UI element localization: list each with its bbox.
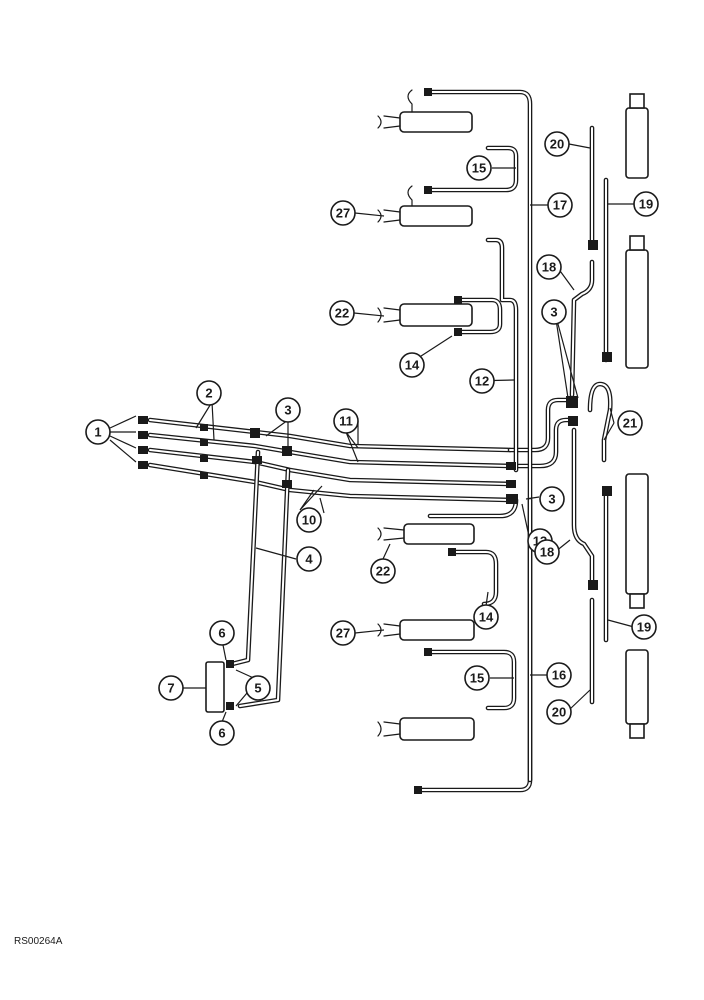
callout-22: 22 <box>329 300 355 326</box>
callout-12: 12 <box>469 368 495 394</box>
svg-text:6: 6 <box>218 626 225 641</box>
svg-text:6: 6 <box>218 726 225 741</box>
cylinder-right-2 <box>625 235 649 369</box>
svg-text:19: 19 <box>637 620 651 635</box>
cylinder-upper-3 <box>377 303 473 327</box>
callout-27: 27 <box>330 620 356 646</box>
callout-3: 3 <box>541 299 567 325</box>
svg-text:20: 20 <box>552 705 566 720</box>
svg-text:22: 22 <box>335 306 349 321</box>
svg-text:5: 5 <box>254 681 261 696</box>
callout-21: 21 <box>617 410 643 436</box>
svg-text:3: 3 <box>550 305 557 320</box>
svg-text:14: 14 <box>479 610 494 625</box>
svg-text:15: 15 <box>470 671 484 686</box>
svg-text:11: 11 <box>339 414 353 429</box>
cylinder-right-3 <box>625 473 649 609</box>
callout-15: 15 <box>466 155 492 181</box>
callout-20: 20 <box>546 699 572 725</box>
callout-19: 19 <box>631 614 657 640</box>
svg-text:4: 4 <box>305 552 313 567</box>
callout-16: 16 <box>546 662 572 688</box>
callout-20: 20 <box>544 131 570 157</box>
svg-text:2: 2 <box>205 386 212 401</box>
cylinder-lower-2 <box>377 619 475 641</box>
svg-text:20: 20 <box>550 137 564 152</box>
cylinder-upper-1 <box>377 89 473 133</box>
callout-15: 15 <box>464 665 490 691</box>
svg-text:10: 10 <box>302 513 316 528</box>
leader-lines <box>109 143 635 723</box>
svg-text:3: 3 <box>548 492 555 507</box>
callout-1: 1 <box>85 419 111 445</box>
svg-text:19: 19 <box>639 197 653 212</box>
cylinder-right-1 <box>625 93 649 179</box>
cylinder-lower-3 <box>377 717 475 741</box>
svg-text:15: 15 <box>472 161 486 176</box>
callout-22: 22 <box>370 558 396 584</box>
svg-text:22: 22 <box>376 564 390 579</box>
valve-7 <box>205 661 225 713</box>
svg-text:1: 1 <box>94 425 101 440</box>
callout-18: 18 <box>534 539 560 565</box>
svg-text:17: 17 <box>553 198 567 213</box>
svg-text:14: 14 <box>405 358 420 373</box>
callouts: 1 2 3 3 3 4 5 6 6 7 10 11 12 13 14 14 15… <box>85 131 659 746</box>
svg-text:27: 27 <box>336 626 350 641</box>
callout-6: 6 <box>209 620 235 646</box>
svg-text:18: 18 <box>540 545 554 560</box>
hose-routing <box>147 89 613 793</box>
callout-10: 10 <box>296 507 322 533</box>
svg-text:27: 27 <box>336 206 350 221</box>
svg-text:3: 3 <box>284 403 291 418</box>
callout-6: 6 <box>209 720 235 746</box>
callout-4: 4 <box>296 546 322 572</box>
callout-17: 17 <box>547 192 573 218</box>
callout-18: 18 <box>536 254 562 280</box>
fittings <box>138 88 612 794</box>
cylinder-upper-2 <box>377 185 473 227</box>
svg-text:21: 21 <box>623 416 637 431</box>
cylinder-lower-1 <box>377 523 475 545</box>
svg-text:16: 16 <box>552 668 566 683</box>
callout-11: 11 <box>333 408 359 434</box>
callout-27: 27 <box>330 200 356 226</box>
callout-2: 2 <box>196 380 222 406</box>
svg-text:18: 18 <box>542 260 556 275</box>
cylinder-right-4 <box>625 649 649 739</box>
callout-14: 14 <box>399 352 425 378</box>
drawing-reference: RS00264A <box>14 936 63 947</box>
svg-text:12: 12 <box>475 374 489 389</box>
callout-14: 14 <box>473 604 499 630</box>
callout-3: 3 <box>275 397 301 423</box>
svg-text:7: 7 <box>167 681 174 696</box>
cylinders <box>205 89 649 741</box>
callout-7: 7 <box>158 675 184 701</box>
callout-19: 19 <box>633 191 659 217</box>
callout-3: 3 <box>539 486 565 512</box>
callout-5: 5 <box>245 675 271 701</box>
